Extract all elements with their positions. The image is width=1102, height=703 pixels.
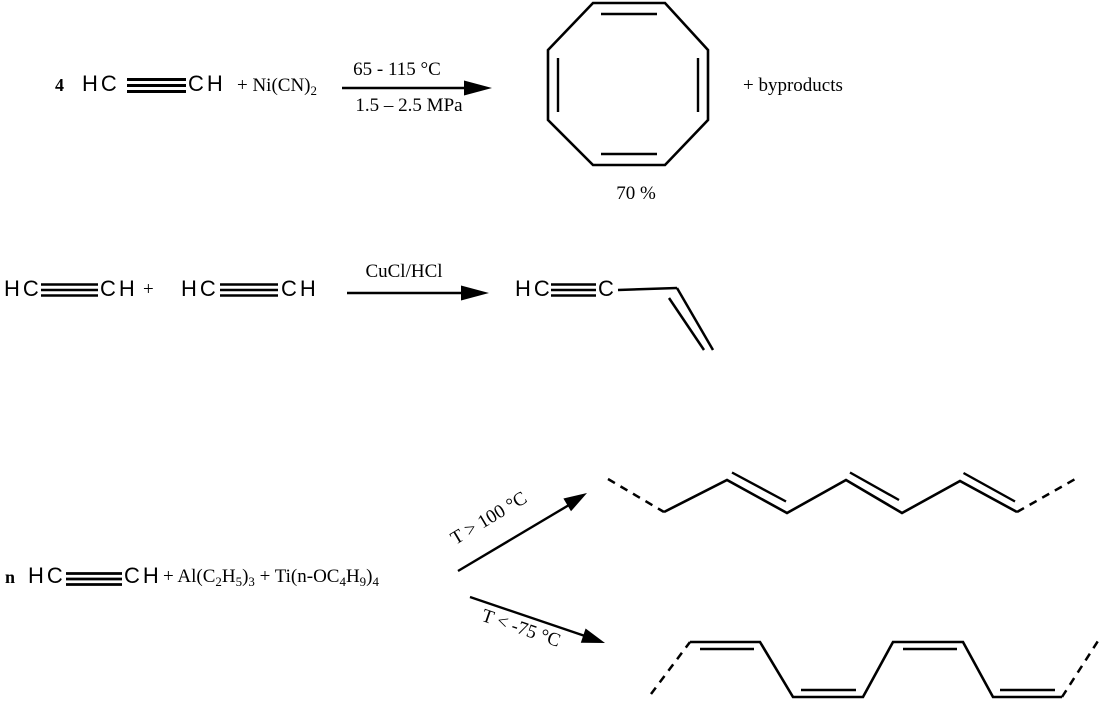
r1-acetylene-ch: CH xyxy=(188,71,226,96)
r2-product-hc: HC xyxy=(515,276,553,301)
r2-catalyst: CuCl/HCl xyxy=(365,261,443,282)
r1-conditions-temperature: 65 - 115 °C xyxy=(353,59,441,80)
cis-polyacetylene-chain xyxy=(650,640,1100,699)
r1-reaction-arrow xyxy=(342,80,492,96)
r1-byproducts: + byproducts xyxy=(743,75,843,96)
trans-double-bonds xyxy=(731,471,1016,503)
r2-acetylene1-hc: HC xyxy=(4,276,42,301)
r3-acetylene-hc: HC xyxy=(28,563,66,588)
r1-conditions-pressure: 1.5 – 2.5 MPa xyxy=(355,95,463,116)
vinylacetylene-skeleton xyxy=(551,283,715,351)
trans-polyacetylene-chain xyxy=(607,471,1078,515)
r2-acetylene1-ch: CH xyxy=(100,276,138,301)
r3-branch-arrow-up xyxy=(457,493,587,573)
r2-triple-bond-2 xyxy=(220,283,278,297)
r2-product-triple-bond xyxy=(551,283,596,297)
r2-acetylene2-ch: CH xyxy=(281,276,319,301)
r1-coefficient: 4 xyxy=(55,75,64,95)
r1-nickel-cyanide: + Ni(CN)2 xyxy=(237,75,317,98)
r2-product-c: C xyxy=(598,276,617,301)
cyclooctatetraene-ring xyxy=(546,1,710,167)
r3-triple-bond xyxy=(66,572,122,586)
r3-acetylene-ch: CH xyxy=(124,563,162,588)
r2-triple-bond-1 xyxy=(41,283,98,297)
ring-double-bonds xyxy=(556,12,700,156)
r3-branch-arrow-down xyxy=(469,595,605,643)
r3-coefficient: n xyxy=(5,567,16,587)
r2-plus: + xyxy=(143,279,154,300)
r1-acetylene-hc: HC xyxy=(82,71,120,96)
r2-reaction-arrow xyxy=(347,285,489,301)
r1-triple-bond xyxy=(127,78,186,93)
r2-acetylene2-hc: HC xyxy=(181,276,219,301)
cis-double-bonds xyxy=(700,647,1055,692)
r3-reagents: + Al(C2H5)3 + Ti(n-OC4H9)4 xyxy=(163,566,379,589)
r1-yield: 70 % xyxy=(616,183,656,204)
